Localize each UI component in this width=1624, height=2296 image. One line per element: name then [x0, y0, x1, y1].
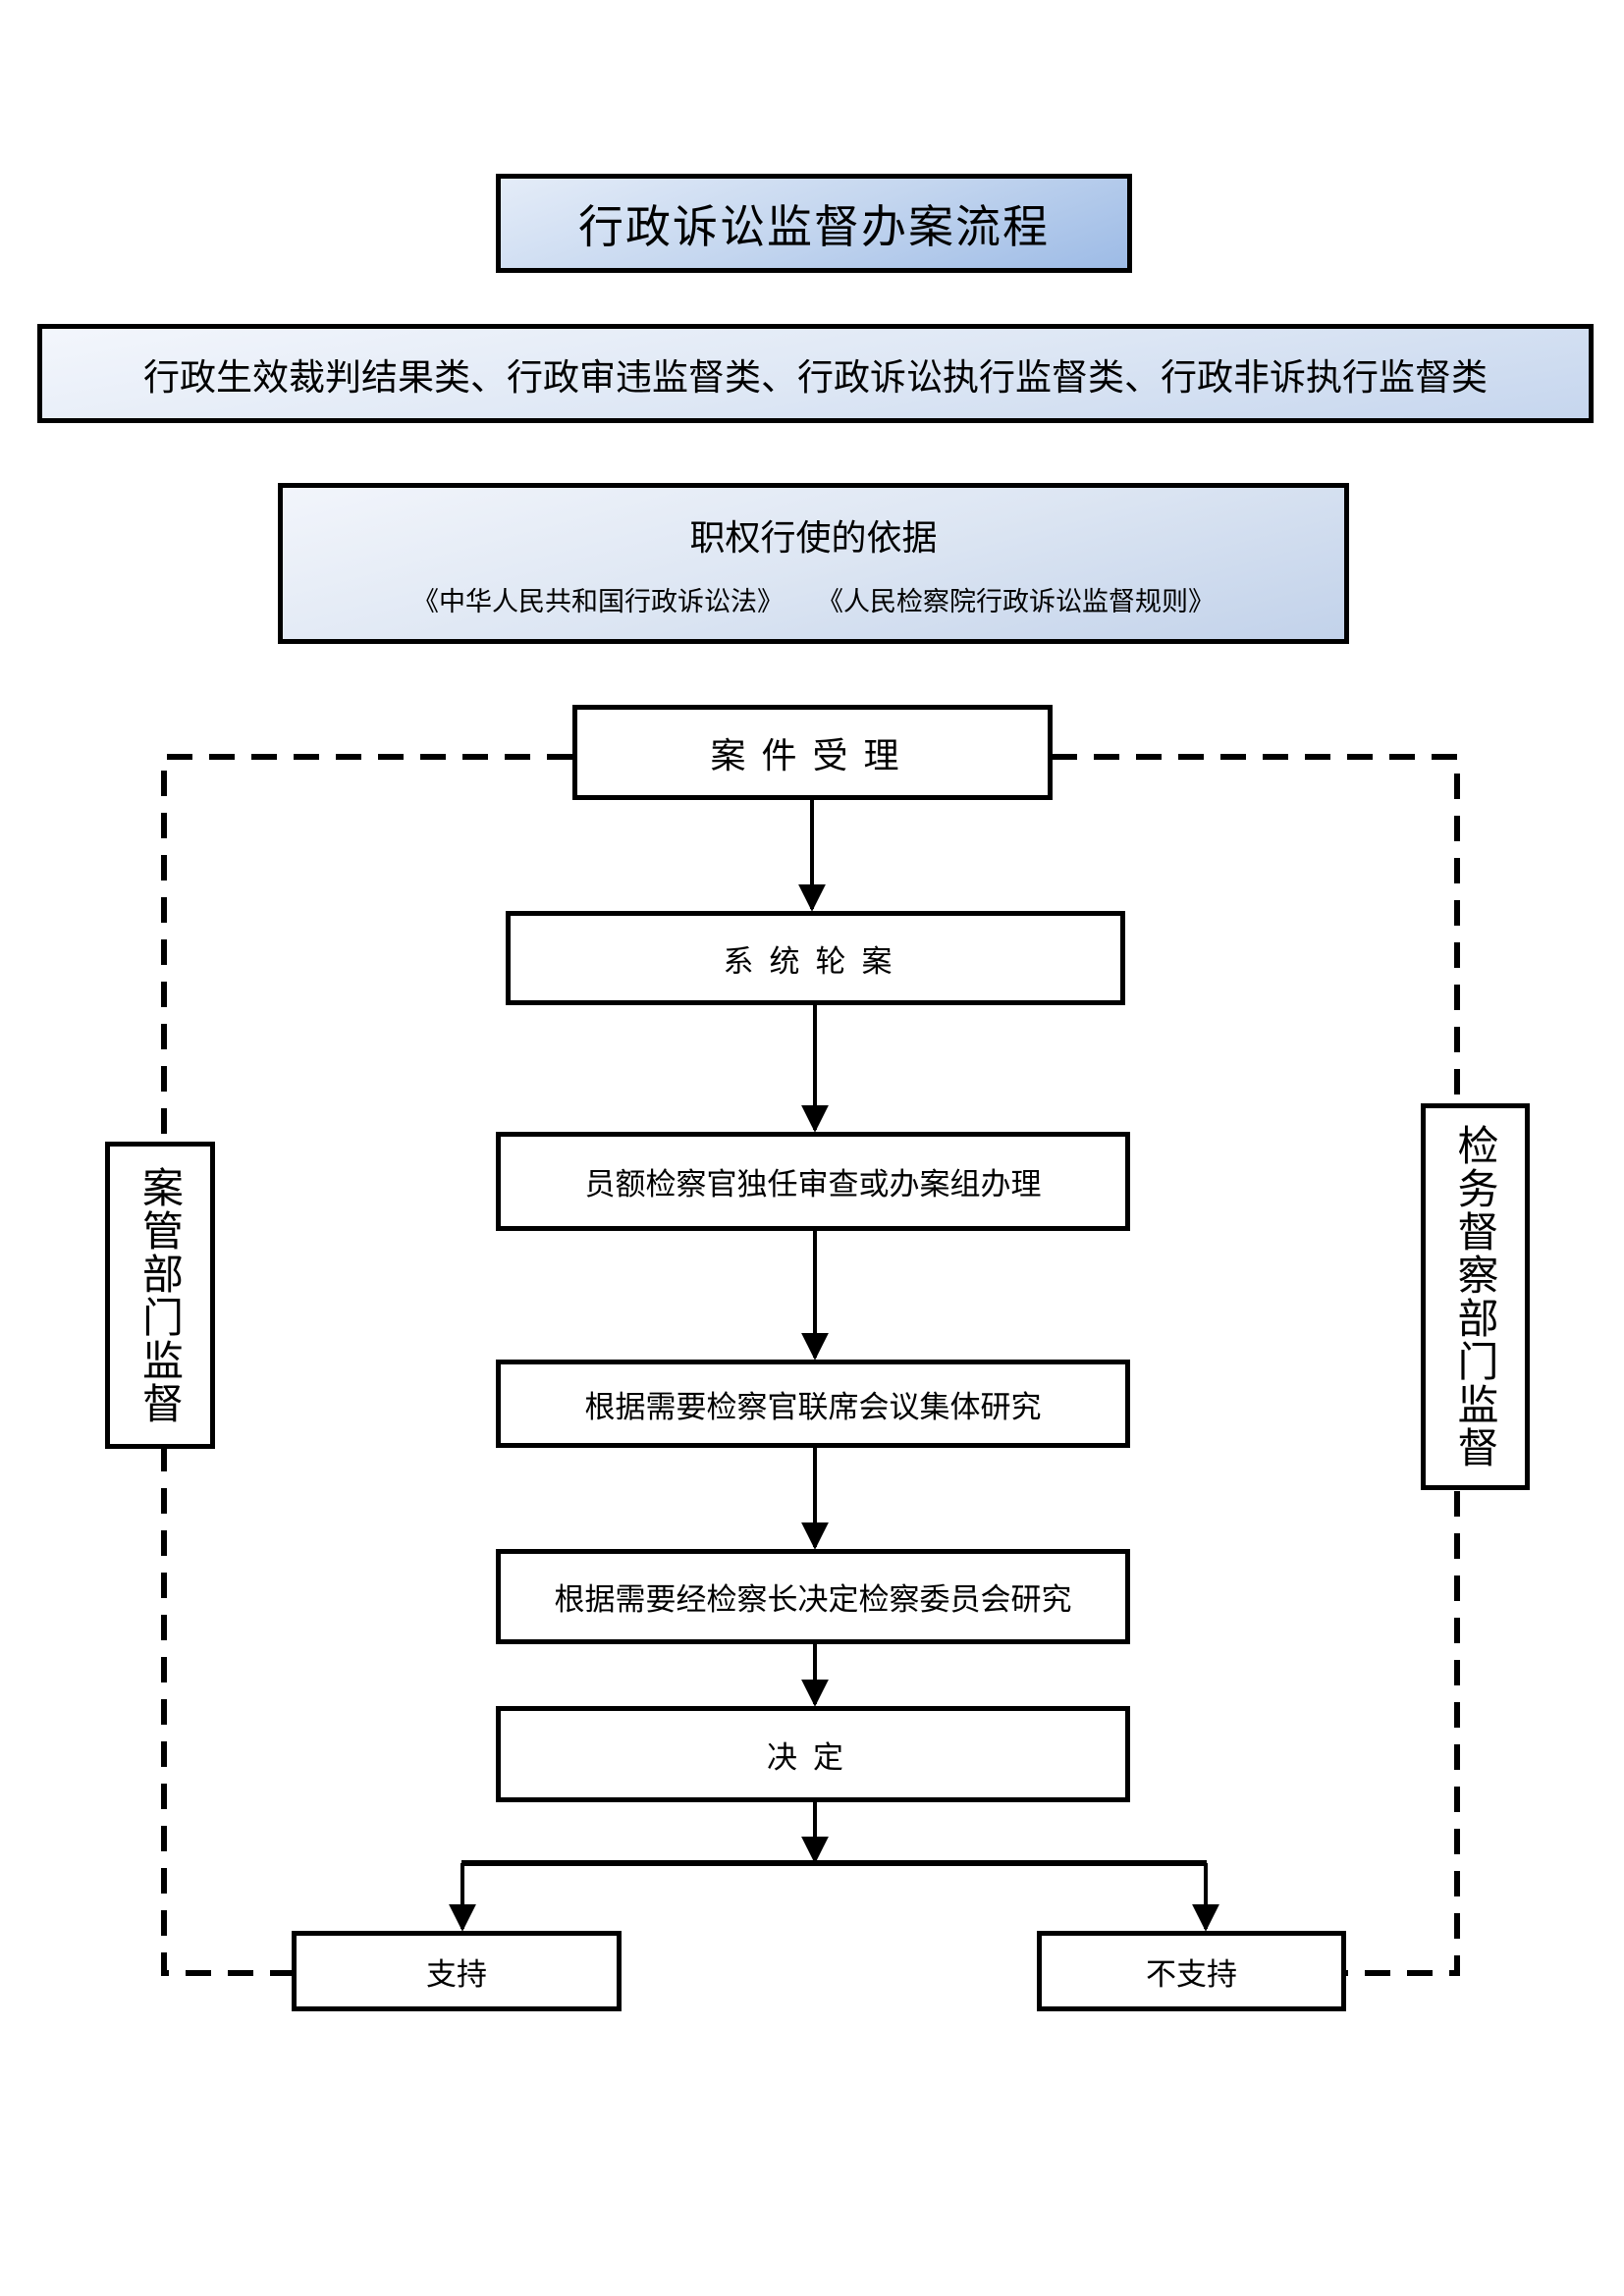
outcome-not-support: 不支持 [1037, 1931, 1346, 2011]
outcome-label: 不支持 [1146, 1956, 1237, 1993]
step-case-acceptance: 案件受理 [572, 705, 1053, 800]
case-management-supervision-label: 案管部门监督 [135, 1165, 185, 1425]
law-administrative-litigation: 《中华人民共和国行政诉讼法》 [412, 586, 784, 617]
page-title: 行政诉讼监督办案流程 [578, 199, 1050, 253]
step-label: 员额检察官独任审查或办案组办理 [584, 1167, 1042, 1202]
legal-basis-heading: 职权行使的依据 [689, 517, 938, 559]
case-categories-text: 行政生效裁判结果类、行政审违监督类、行政诉讼执行监督类、行政非诉执行监督类 [143, 355, 1488, 399]
step-procuratorial-committee: 根据需要经检察长决定检察委员会研究 [496, 1549, 1130, 1644]
step-label: 决定 [767, 1739, 859, 1776]
step-label: 根据需要检察官联席会议集体研究 [584, 1389, 1042, 1425]
legal-basis-box: 职权行使的依据 《中华人民共和国行政诉讼法》 《人民检察院行政诉讼监督规则》 [278, 483, 1349, 644]
step-joint-meeting: 根据需要检察官联席会议集体研究 [496, 1360, 1130, 1448]
outcome-label: 支持 [426, 1956, 487, 1993]
case-management-supervision-box: 案管部门监督 [105, 1142, 215, 1449]
step-label: 根据需要经检察长决定检察委员会研究 [554, 1582, 1072, 1618]
step-prosecutor-review: 员额检察官独任审查或办案组办理 [496, 1132, 1130, 1231]
step-decision: 决定 [496, 1706, 1130, 1802]
step-label: 案件受理 [710, 735, 915, 776]
inspection-supervision-box: 检务督察部门监督 [1421, 1103, 1530, 1490]
inspection-supervision-label: 检务督察部门监督 [1451, 1124, 1499, 1469]
case-categories-banner: 行政生效裁判结果类、行政审违监督类、行政诉讼执行监督类、行政非诉执行监督类 [37, 324, 1594, 423]
page-title-box: 行政诉讼监督办案流程 [496, 174, 1132, 273]
outcome-support: 支持 [292, 1931, 622, 2011]
law-supervision-rules: 《人民检察院行政诉讼监督规则》 [817, 586, 1215, 617]
legal-basis-laws: 《中华人民共和国行政诉讼法》 《人民检察院行政诉讼监督规则》 [412, 580, 1215, 618]
step-label: 系统轮案 [723, 943, 908, 980]
step-system-assignment: 系统轮案 [506, 911, 1125, 1005]
